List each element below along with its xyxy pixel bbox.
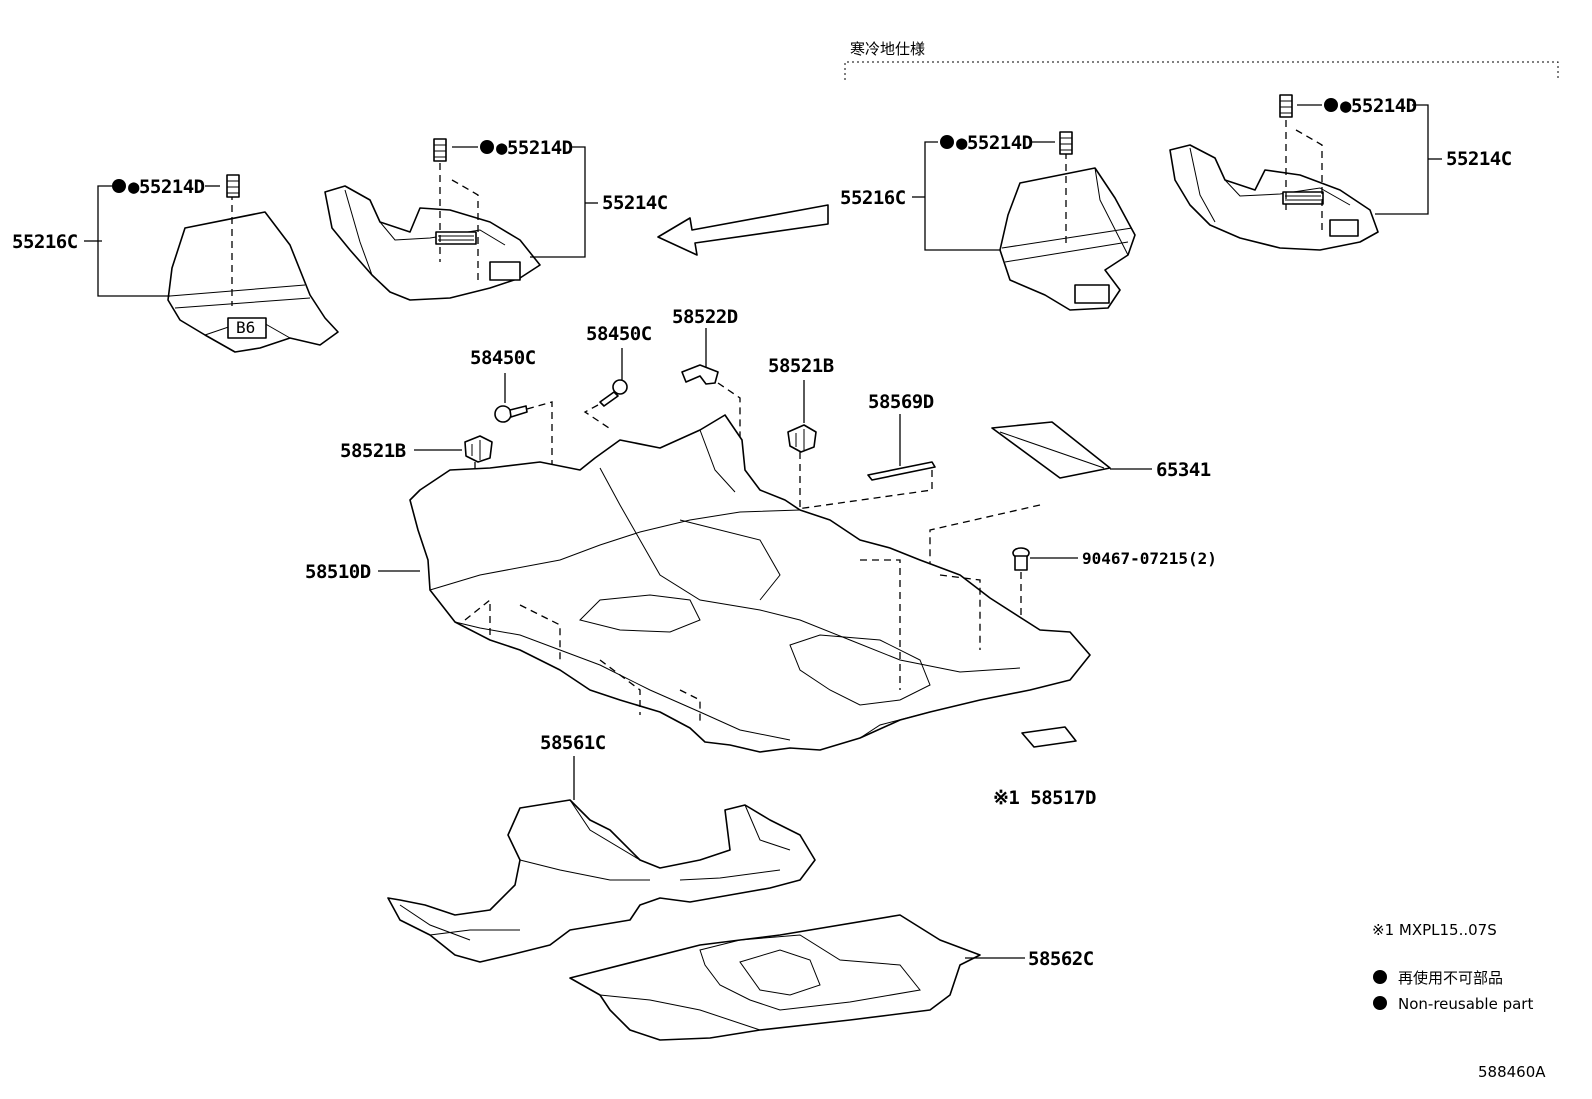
label-55214D-right1: ●55214D	[956, 132, 1033, 154]
label-55216C-left: 55216C	[12, 231, 78, 253]
label-58521B-a: 58521B	[340, 440, 406, 462]
legend-nonreusable-jp: 再使用不可部品	[1398, 969, 1503, 987]
label-55214D-left: ●55214D	[128, 176, 205, 198]
panel-65341	[991, 421, 1111, 479]
nonreusable-dot-icon	[1373, 970, 1387, 984]
cold-region-label: 寒冷地仕様	[850, 40, 925, 58]
cover-55216C-right	[999, 167, 1136, 311]
clip-58450C-a	[494, 405, 528, 423]
cold-region-bracket: 寒冷地仕様	[844, 40, 1559, 80]
label-58561C: 58561C	[540, 732, 606, 754]
label-55216C-right: 55216C	[840, 187, 906, 209]
legend: ※1 MXPL15..07S 再使用不可部品 Non-reusable part	[1372, 921, 1533, 1013]
clip-55214D-right2	[1279, 94, 1293, 118]
clip-90467-07215	[1012, 547, 1030, 571]
nonreusable-dot-icon-2	[1373, 996, 1387, 1010]
label-65341: 65341	[1156, 459, 1211, 481]
clip-55214D-left	[226, 174, 240, 198]
carpet-58562C	[569, 914, 981, 1041]
legend-nonreusable-en: Non-reusable part	[1398, 995, 1533, 1013]
direction-arrow	[657, 204, 829, 256]
clip-58521B-a	[464, 435, 493, 463]
clip-55214D-mid	[433, 138, 447, 162]
label-55214D-right2: ●55214D	[1340, 95, 1417, 117]
floor-carpet-58510D	[409, 414, 1091, 753]
cover-55216C-left: B6	[167, 211, 339, 353]
clip-55214D-right1	[1059, 131, 1073, 155]
clip-58521B-b	[787, 424, 817, 453]
label-58521B-b: 58521B	[768, 355, 834, 377]
label-58562C: 58562C	[1028, 948, 1094, 970]
legend-note-1: ※1 MXPL15..07S	[1372, 921, 1497, 939]
label-58510D: 58510D	[305, 561, 371, 583]
label-58522D: 58522D	[672, 306, 738, 328]
figure-id: 588460A	[1478, 1063, 1546, 1081]
label-55214C-mid: 55214C	[602, 192, 668, 214]
label-plate-58517D	[1021, 726, 1077, 748]
cover-55214C-right	[1169, 144, 1379, 251]
clip-58450C-b	[599, 379, 628, 407]
label-58517D: ※1 58517D	[993, 787, 1096, 809]
label-55214C-right: 55214C	[1446, 148, 1512, 170]
trim-58569D	[867, 461, 936, 481]
cover-55214C-mid	[324, 185, 541, 301]
label-58450C-a: 58450C	[470, 347, 536, 369]
label-58569D: 58569D	[868, 391, 934, 413]
label-90467-07215: 90467-07215(2)	[1082, 549, 1217, 568]
insulator-58561C	[387, 799, 816, 963]
svg-text:B6: B6	[236, 318, 255, 337]
label-55214D-mid: ●55214D	[496, 137, 573, 159]
clip-58522D	[681, 364, 719, 385]
label-58450C-b: 58450C	[586, 323, 652, 345]
